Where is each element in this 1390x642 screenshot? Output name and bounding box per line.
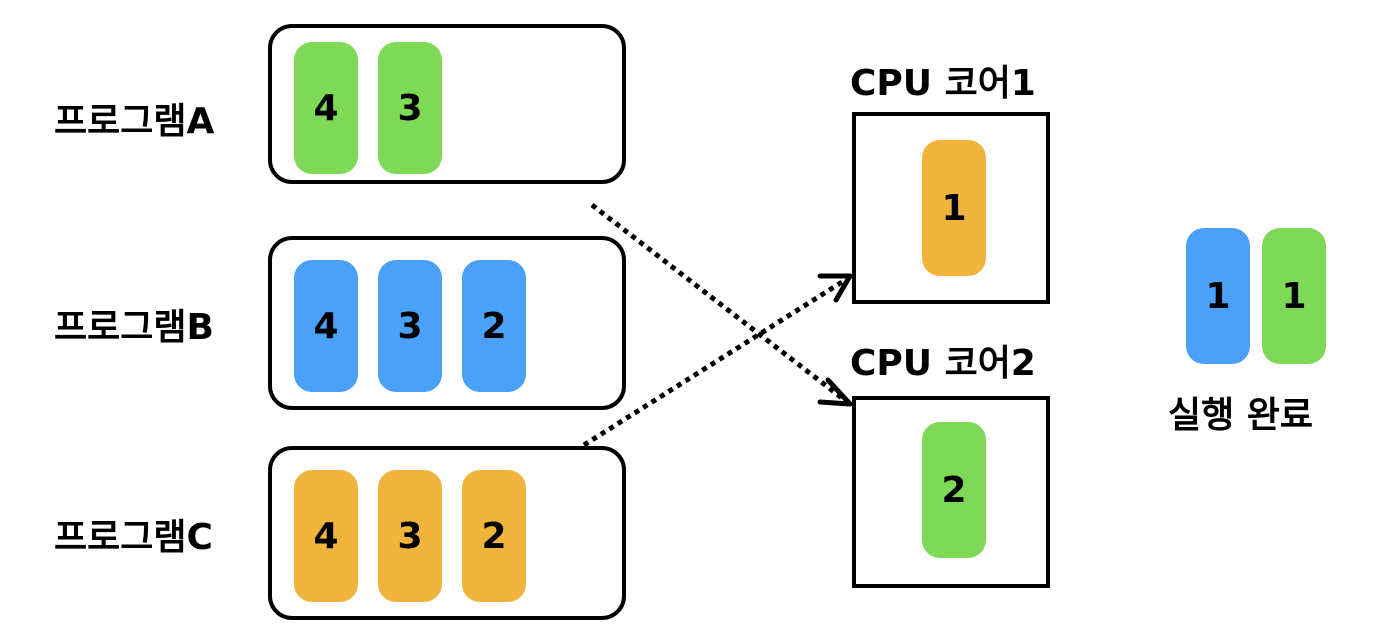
program-b-task: 4 [294, 260, 358, 392]
cpu-core-1-title: CPU 코어1 [850, 63, 1036, 104]
arrowhead-core-2 [817, 377, 853, 407]
completed-task: 1 [1262, 228, 1326, 364]
program-a-task: 4 [294, 42, 358, 174]
program-a-label: 프로그램A [54, 101, 215, 142]
cpu-core-1-task: 1 [922, 140, 986, 276]
program-b-task: 2 [462, 260, 526, 392]
program-c-queue: 4 3 2 [268, 446, 626, 620]
program-c-task: 2 [462, 470, 526, 602]
cpu-core-2: 2 [852, 396, 1050, 588]
program-c-task: 3 [378, 470, 442, 602]
cpu-core-2-title: CPU 코어2 [850, 343, 1036, 384]
cpu-core-2-task: 2 [922, 422, 986, 558]
arrow-program-a-to-core-2 [590, 203, 844, 400]
program-c-label: 프로그램C [54, 517, 213, 558]
completed-label: 실행 완료 [1168, 395, 1314, 436]
program-b-label: 프로그램B [54, 307, 214, 348]
program-a-queue: 4 3 [268, 24, 626, 184]
completed-task: 1 [1186, 228, 1250, 364]
program-a-task: 3 [378, 42, 442, 174]
program-c-task: 4 [294, 470, 358, 602]
program-b-queue: 4 3 2 [268, 236, 626, 410]
cpu-core-1: 1 [852, 112, 1050, 304]
arrowhead-core-1 [817, 273, 853, 303]
program-b-task: 3 [378, 260, 442, 392]
